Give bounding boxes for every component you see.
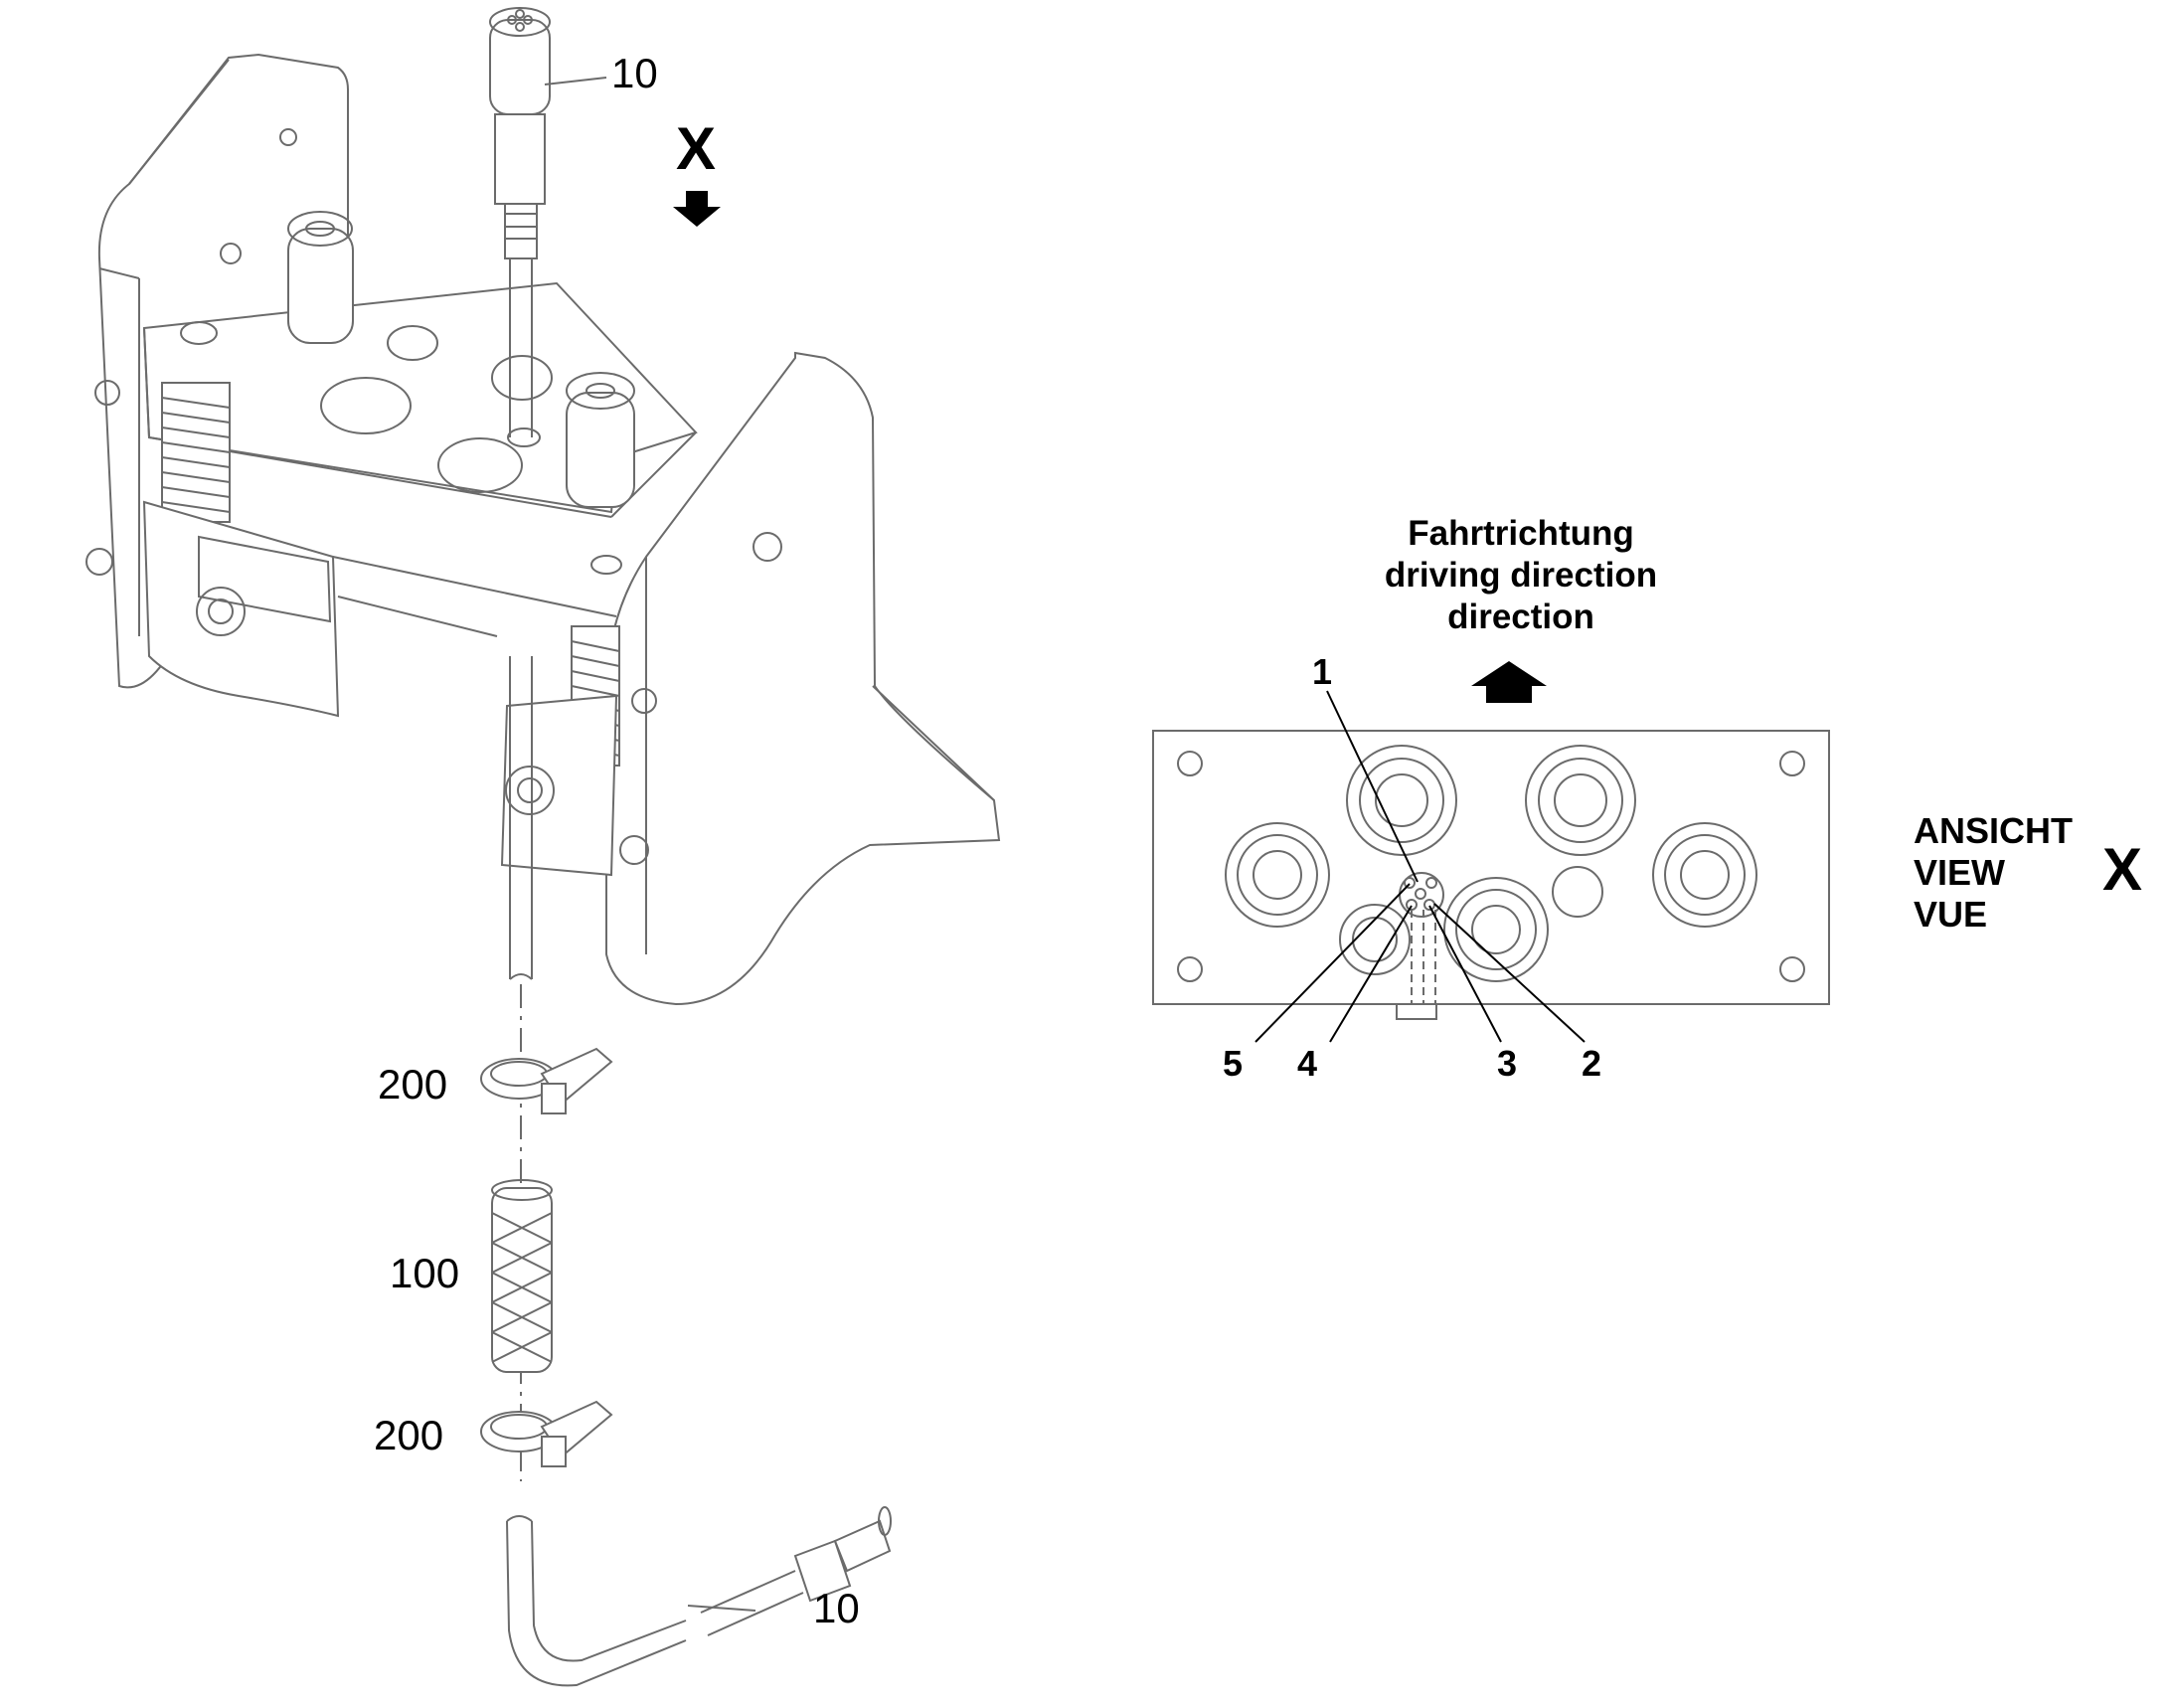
pin-label-4: 4 (1297, 1043, 1317, 1084)
view-label-line-3: VUE (1914, 894, 1987, 935)
callout-clamp-lower: 200 (374, 1412, 443, 1458)
view-x-plate (1152, 730, 1830, 1020)
pin-label-3: 3 (1497, 1043, 1517, 1084)
direction-line-1: Fahrtrichtung (1408, 514, 1633, 553)
direction-line-3: direction (1447, 598, 1594, 636)
valve-block-assembly (85, 7, 1001, 1006)
arrow-up-icon (1471, 661, 1547, 703)
view-label: ANSICHT VIEW VUE X (1914, 810, 2142, 935)
callout-connector-top: 10 (611, 50, 658, 96)
arrow-down-icon (673, 191, 721, 227)
callout-clamp-upper: 200 (378, 1061, 447, 1108)
pin-leaders (1254, 690, 1586, 1043)
view-label-letter: X (2102, 836, 2142, 903)
hose-bottom-connector (506, 1506, 892, 1687)
view-label-line-1: ANSICHT (1914, 810, 2073, 851)
callout-sleeve: 100 (390, 1250, 459, 1296)
direction-line-2: driving direction (1385, 556, 1657, 595)
view-marker-letter: X (676, 115, 716, 182)
hose-clamp-lower (480, 1400, 613, 1467)
pin-label-5: 5 (1223, 1043, 1243, 1084)
pin-label-2: 2 (1582, 1043, 1601, 1084)
direction-label: Fahrtrichtung driving direction directio… (1385, 514, 1657, 703)
protective-sleeve (491, 1179, 553, 1373)
callout-connector-bottom: 10 (813, 1585, 860, 1631)
view-marker: X (673, 115, 721, 227)
hose-clamp-upper (480, 1047, 613, 1114)
pin-label-1: 1 (1312, 651, 1332, 692)
view-label-line-2: VIEW (1914, 852, 2005, 893)
